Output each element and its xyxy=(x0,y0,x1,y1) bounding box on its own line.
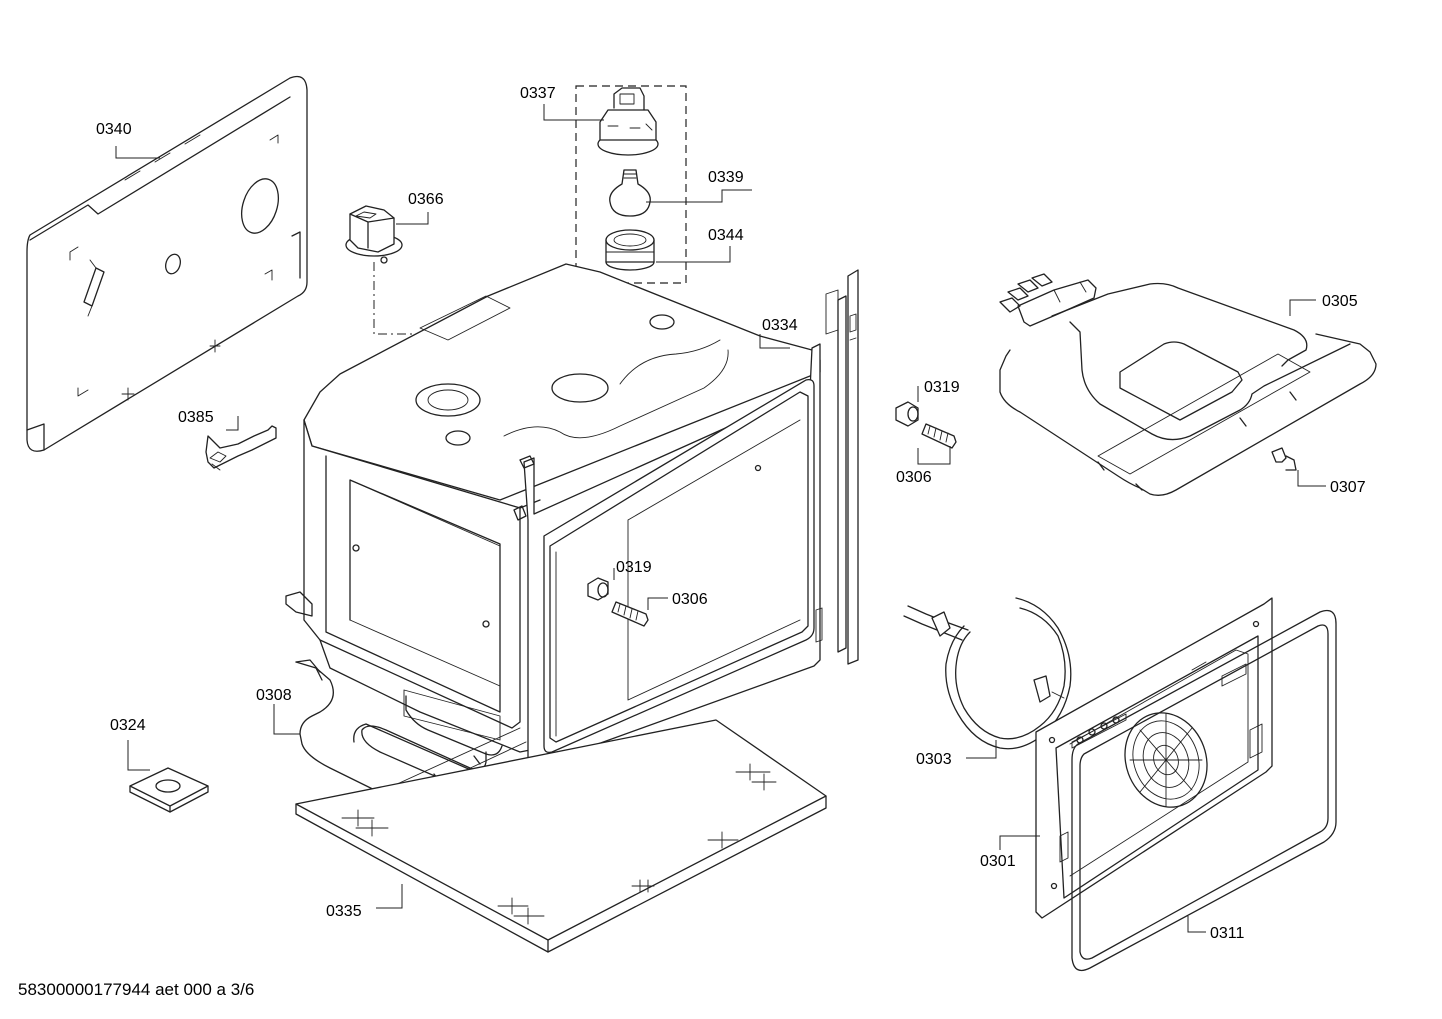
part-element-clip xyxy=(1271,447,1297,471)
label-0308: 0308 xyxy=(256,687,292,704)
label-0366: 0366 xyxy=(408,191,444,208)
part-screw-right xyxy=(921,423,957,449)
lamp-assembly-group xyxy=(575,85,687,284)
part-oven-muffle xyxy=(285,263,859,837)
label-0385: 0385 xyxy=(178,409,214,426)
part-rear-panel xyxy=(26,75,308,452)
label-0324: 0324 xyxy=(110,717,146,734)
label-0307: 0307 xyxy=(1330,479,1366,496)
part-square-pad xyxy=(129,767,209,813)
label-0340: 0340 xyxy=(96,121,132,138)
leader-lines xyxy=(115,104,1326,933)
label-0306-inner: 0306 xyxy=(672,591,708,608)
label-0303: 0303 xyxy=(916,751,952,768)
document-reference-footer: 58300000177944 aet 000 a 3/6 xyxy=(18,980,255,999)
part-lamp-cover-ring xyxy=(605,229,655,271)
label-0305: 0305 xyxy=(1322,293,1358,310)
label-0339: 0339 xyxy=(708,169,744,186)
label-0334: 0334 xyxy=(762,317,798,334)
label-0319-right: 0319 xyxy=(924,379,960,396)
part-mount-housing xyxy=(345,205,403,264)
part-screw-inner xyxy=(611,601,649,627)
part-spacer-right xyxy=(895,401,919,427)
part-bracket-clip xyxy=(205,425,277,471)
part-ring-element xyxy=(903,597,1072,750)
label-0319-inner: 0319 xyxy=(616,559,652,576)
label-0337: 0337 xyxy=(520,85,556,102)
part-labels: 0337 0339 0344 0340 0366 0334 0305 0319 … xyxy=(96,85,1366,942)
part-base-plate xyxy=(295,719,827,953)
part-lamp-holder xyxy=(597,87,659,156)
part-door-seal xyxy=(1059,609,1337,972)
part-lamp-bulb xyxy=(609,169,651,217)
part-spacer-inner xyxy=(587,577,609,601)
label-0311: 0311 xyxy=(1210,925,1245,942)
label-0301: 0301 xyxy=(980,853,1016,870)
label-0306-right: 0306 xyxy=(896,469,932,486)
part-grill-element xyxy=(999,273,1377,496)
install-line-mount xyxy=(373,262,447,420)
label-0335: 0335 xyxy=(326,903,362,920)
label-0344: 0344 xyxy=(708,227,744,244)
